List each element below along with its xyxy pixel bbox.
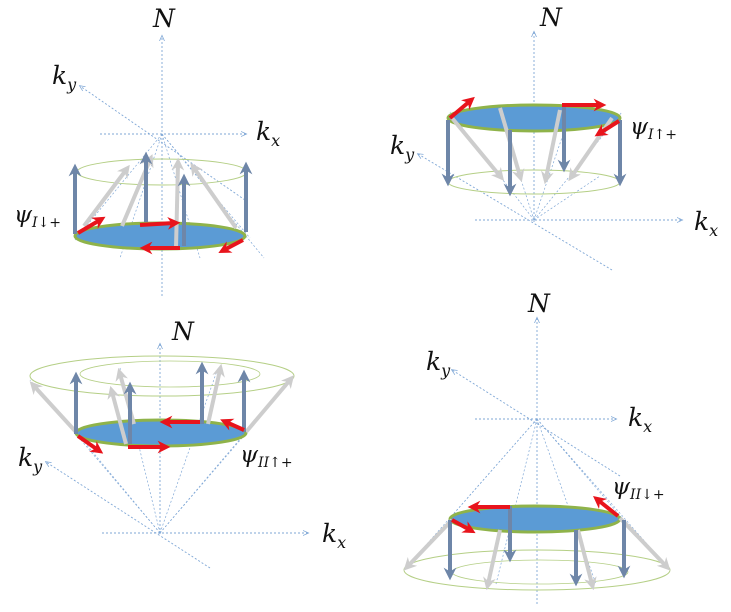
ghost-arrow (483, 529, 502, 591)
spin-arrows (68, 151, 253, 246)
upper-ring (29, 355, 295, 397)
ghost-arrow (450, 116, 505, 181)
orbit-arrows (76, 216, 244, 255)
panel-psi-I-down-plus: N kx ky ψI↓+ (14, 4, 280, 296)
lower-inner-ring (451, 559, 629, 585)
ky-axis-label: ky (18, 443, 43, 476)
orbit-arrows (451, 496, 620, 534)
orbit-arrow (220, 418, 245, 432)
kx-axis-label: kx (694, 207, 718, 240)
ghost-arrow (190, 162, 238, 230)
orbit-arrow (218, 238, 244, 253)
kx-axis-label: kx (322, 519, 346, 552)
disk (448, 504, 622, 534)
orbit-arrow (76, 216, 106, 235)
orbit-arrows (76, 415, 245, 454)
ky-axis (46, 462, 211, 569)
panel-psi-II-down-plus: N kx ky ψII↓+ (403, 289, 671, 604)
n-axis-label: N (171, 317, 195, 346)
ghost-arrow (82, 164, 130, 228)
state-label: ψII↓+ (612, 474, 665, 503)
orbit-arrow (139, 216, 181, 230)
axes (403, 318, 671, 604)
ghost-arrow (29, 381, 78, 434)
ghost-arrow (171, 157, 185, 249)
panel-psi-II-up-plus: N kx ky ψII↑+ (18, 317, 346, 569)
ky-axis-label: ky (52, 61, 77, 94)
ghost-arrow (618, 516, 671, 571)
spin-arrows (441, 106, 627, 197)
ky-axis (452, 370, 621, 477)
orbit-arrow (451, 518, 476, 534)
ghost-arrow (403, 518, 454, 571)
disk (446, 103, 622, 133)
kx-axis-label: kx (256, 117, 280, 150)
ky-axis-label: ky (390, 131, 415, 164)
ghost-arrow (576, 529, 597, 591)
n-axis-label: N (152, 4, 176, 33)
orbit-arrow (594, 119, 621, 137)
ky-axis (418, 154, 613, 271)
disk (73, 221, 247, 251)
ghost-arrow (206, 363, 225, 425)
ghost-arrow (244, 375, 295, 434)
ghost-arrow (107, 385, 128, 445)
upper-inner-ring (79, 360, 261, 388)
spin-arrows (443, 506, 631, 587)
spin-arrows (69, 361, 251, 444)
orbit-arrow (76, 434, 104, 454)
state-label: ψII↑+ (240, 442, 293, 471)
ghost-arrow (541, 109, 562, 185)
state-label: ψI↑+ (630, 114, 677, 143)
kx-axis-label: kx (628, 403, 652, 436)
orbit-arrows (448, 96, 621, 137)
orbit-arrow (593, 496, 620, 518)
panel-psi-I-up-plus: N kx ky ψI↑+ (390, 3, 718, 271)
n-axis-label: N (539, 3, 563, 32)
n-axis-label: N (527, 289, 551, 318)
ghost-arrows (403, 516, 671, 591)
ky-axis (80, 86, 246, 201)
disk (74, 418, 248, 448)
axes (74, 36, 265, 296)
state-label: ψI↓+ (14, 202, 61, 231)
ky-axis-label: ky (426, 347, 451, 380)
orbit-arrow (448, 96, 475, 120)
